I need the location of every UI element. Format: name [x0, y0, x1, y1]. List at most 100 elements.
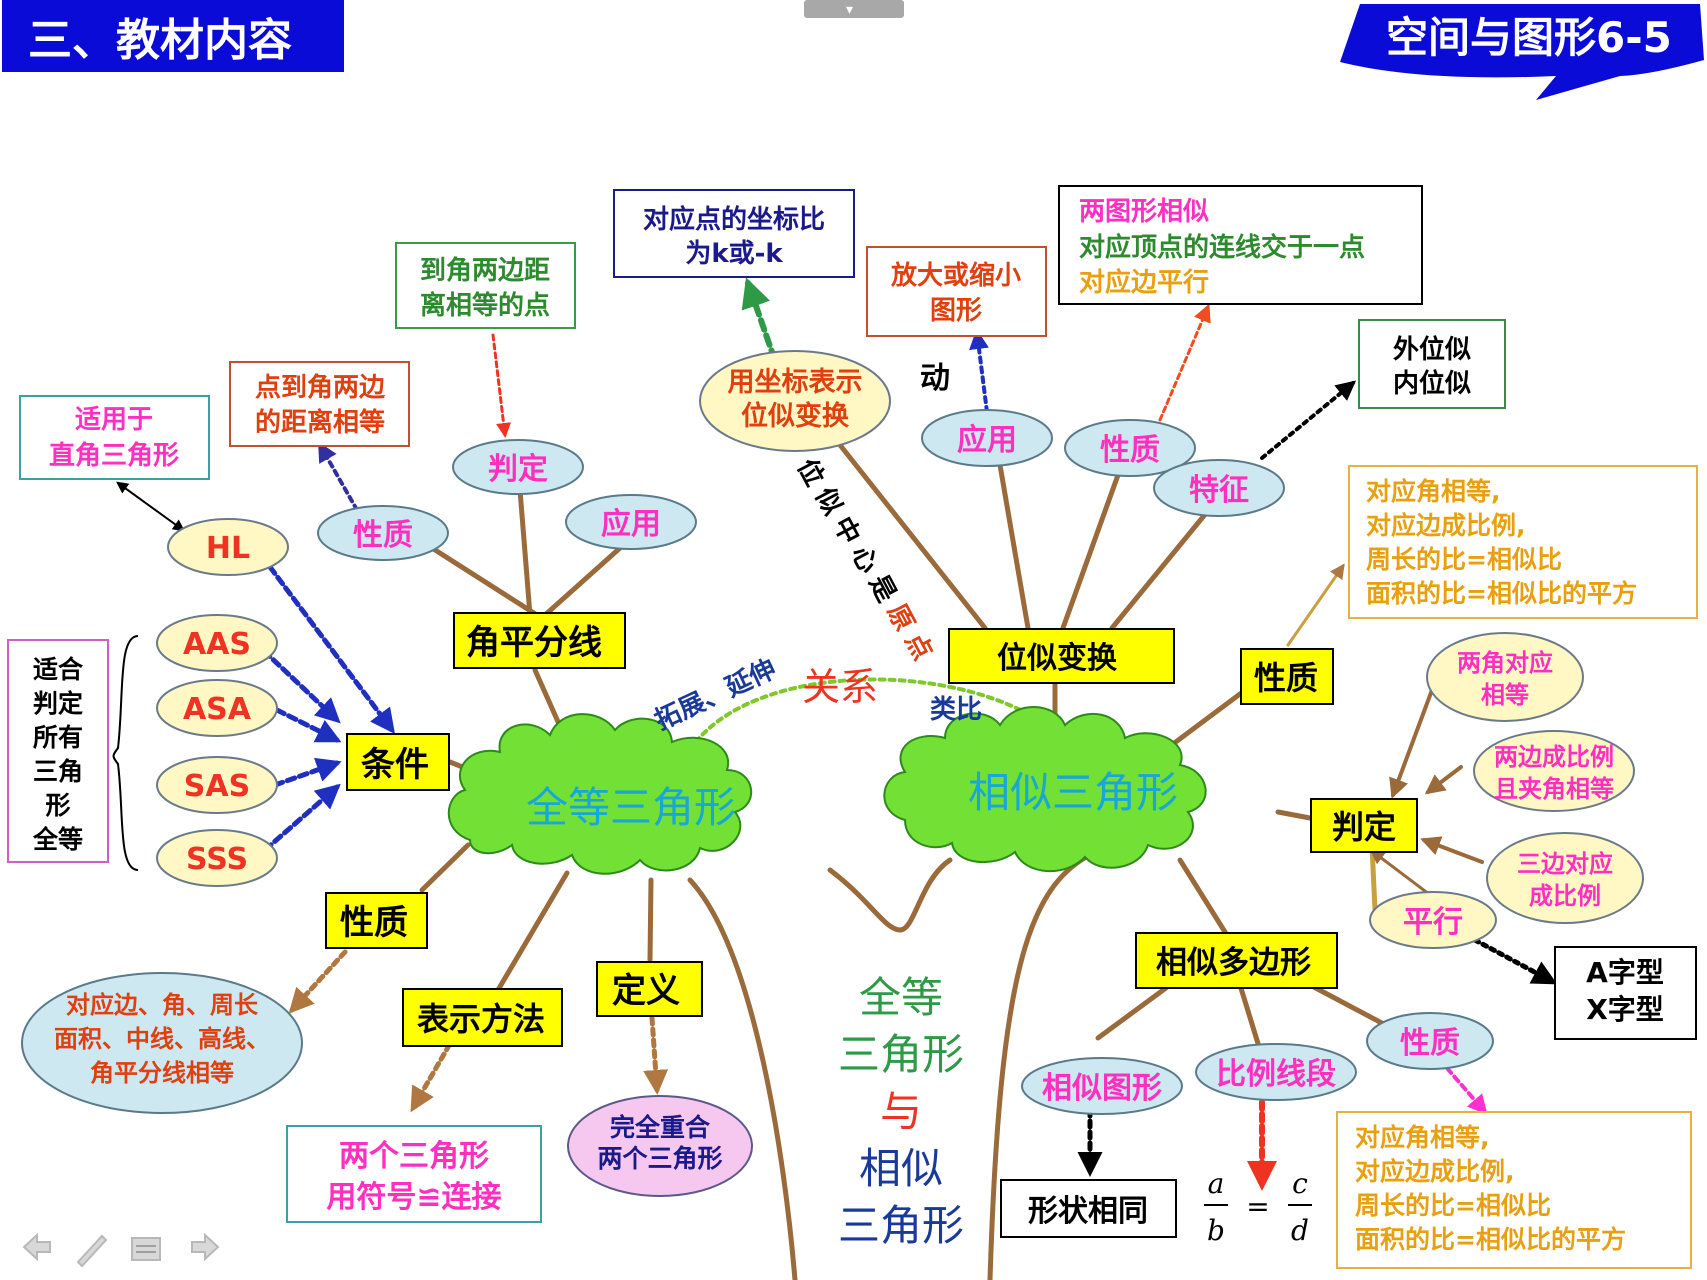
notation-node[interactable]: 表示方法 — [402, 988, 563, 1047]
sim-prop-note-line: 周长的比=相似比 — [1366, 545, 1562, 574]
hom-app-note-line: 放大或缩小 — [890, 260, 1021, 291]
criterion-node[interactable] — [156, 829, 278, 887]
hl-label: HL — [206, 531, 250, 566]
forward-arrow-icon[interactable] — [191, 1232, 220, 1262]
parallel-note-line: A字型 — [1586, 956, 1664, 989]
judgement-condition-node[interactable] — [1486, 832, 1644, 924]
ab-application-node[interactable]: 应用 — [565, 494, 697, 550]
chevron-down-icon[interactable]: ▾ — [846, 2, 853, 18]
dropdown-toggle[interactable]: ▾ — [804, 0, 904, 18]
unit-title-banner: 空间与图形6-5 — [1340, 4, 1704, 100]
criterion-node[interactable] — [156, 614, 278, 672]
trunk-title-line: 相似 — [859, 1144, 943, 1193]
congruent-triangle-cloud[interactable]: 全等三角形 — [447, 713, 753, 875]
hl-note-line: 适用于 — [75, 405, 153, 435]
judgement-condition-node[interactable] — [1473, 730, 1635, 812]
similar-polygon-node[interactable]: 相似多边形 — [1135, 932, 1338, 989]
proportion-formula: a b = c d — [1204, 1167, 1312, 1247]
coord-note-line: 对应点的坐标比 — [643, 204, 825, 235]
angle-bisector-node[interactable]: 角平分线 — [453, 612, 626, 669]
conditions-node[interactable]: 条件 — [346, 733, 450, 791]
same-shape-label: 形状相同 — [1028, 1194, 1148, 1229]
feature-node[interactable]: 特征 — [1153, 459, 1285, 517]
similar-figure-label: 相似图形 — [1042, 1071, 1162, 1106]
similar-triangle-cloud[interactable]: 相似三角形 — [883, 706, 1207, 872]
coord-note-line: 为k或-k — [685, 239, 783, 269]
criterion-label: AAS — [183, 627, 251, 662]
coord-label-line: 用坐标表示 — [728, 367, 863, 398]
judgement-condition-line: 相等 — [1481, 681, 1529, 709]
polygon-property-node[interactable]: 性质 — [1366, 1012, 1494, 1070]
property-note-line: 面积、中线、高线、 — [54, 1025, 270, 1053]
back-arrow-icon[interactable] — [22, 1232, 51, 1262]
trunk-title-line: 与 — [880, 1087, 922, 1136]
criterion-label: SSS — [186, 842, 248, 877]
ab-property-node[interactable]: 性质 — [317, 505, 449, 561]
ab-property-note-line: 的距离相等 — [255, 407, 385, 438]
homothety-property-node[interactable]: 性质 — [1064, 419, 1196, 477]
motion-char: 动 — [920, 361, 950, 396]
unit-title: 空间与图形6-5 — [1386, 13, 1672, 62]
conditions-label: 条件 — [361, 745, 429, 785]
menu-icon[interactable] — [131, 1237, 161, 1261]
similar-polygon-label: 相似多边形 — [1156, 945, 1311, 981]
judgement-condition-line: 三边对应 — [1517, 850, 1613, 878]
judgement-label: 判定 — [1332, 808, 1396, 846]
parallel-node[interactable]: 平行 — [1369, 891, 1497, 949]
sim-prop-note-line: 对应角相等, — [1366, 477, 1501, 506]
criterion-node[interactable] — [156, 756, 278, 814]
section-title-banner: 三、教材内容 — [2, 0, 344, 72]
ab-application-label: 应用 — [601, 507, 661, 542]
ab-judgement-note-line: 离相等的点 — [420, 290, 550, 321]
criterion-label: SAS — [184, 769, 250, 804]
same-shape-node: 形状相同 — [1000, 1179, 1177, 1238]
poly-prop-note-line: 面积的比=相似比的平方 — [1355, 1225, 1626, 1254]
homothety-application-node[interactable]: 应用 — [921, 409, 1053, 467]
feature-label: 特征 — [1189, 473, 1249, 508]
judgement-node[interactable]: 判定 — [1310, 798, 1418, 853]
congruent-triangle-label: 全等三角形 — [526, 783, 736, 832]
ab-judgement-node[interactable]: 判定 — [452, 439, 584, 495]
congruent-property-label: 性质 — [340, 903, 408, 943]
applicable-line: 全等 — [32, 825, 83, 854]
center-char: 点 — [899, 628, 939, 666]
hl-node[interactable]: HL — [167, 518, 289, 576]
similar-property-node[interactable]: 性质 — [1240, 648, 1334, 705]
poly-prop-note-line: 对应角相等, — [1355, 1123, 1490, 1152]
proportional-segments-node[interactable]: 比例线段 — [1195, 1043, 1357, 1101]
angle-bisector-label: 角平分线 — [466, 623, 602, 663]
definition-label: 定义 — [612, 971, 680, 1011]
hl-note-line: 直角三角形 — [49, 440, 179, 471]
relation-right-label: 类比 — [930, 695, 982, 725]
judgement-condition-node[interactable] — [1426, 632, 1584, 722]
hp-note-line: 对应边平行 — [1079, 267, 1209, 298]
similar-figure-node[interactable]: 相似图形 — [1021, 1057, 1183, 1115]
pen-icon[interactable] — [76, 1234, 108, 1268]
judgement-condition-line: 两角对应 — [1457, 649, 1553, 677]
applicable-line: 判定 — [33, 689, 83, 718]
sim-prop-note-line: 面积的比=相似比的平方 — [1366, 579, 1637, 608]
similar-triangle-label: 相似三角形 — [968, 768, 1178, 817]
congruent-property-node[interactable]: 性质 — [325, 892, 428, 949]
term-equals: = — [1246, 1190, 1269, 1223]
homothety-property-note: 两图形相似 对应顶点的连线交于一点 对应边平行 — [1058, 185, 1423, 305]
polygon-property-label: 性质 — [1400, 1026, 1460, 1061]
homothety-node[interactable]: 位似变换 — [948, 628, 1175, 684]
feature-note-line: 内位似 — [1393, 368, 1471, 399]
criterion-node[interactable] — [156, 679, 278, 737]
proportional-segments-label: 比例线段 — [1216, 1057, 1336, 1092]
center-char: 似 — [808, 482, 847, 520]
definition-node[interactable]: 定义 — [596, 961, 703, 1017]
center-char: 心 — [845, 541, 884, 578]
section-title: 三、教材内容 — [28, 15, 292, 66]
